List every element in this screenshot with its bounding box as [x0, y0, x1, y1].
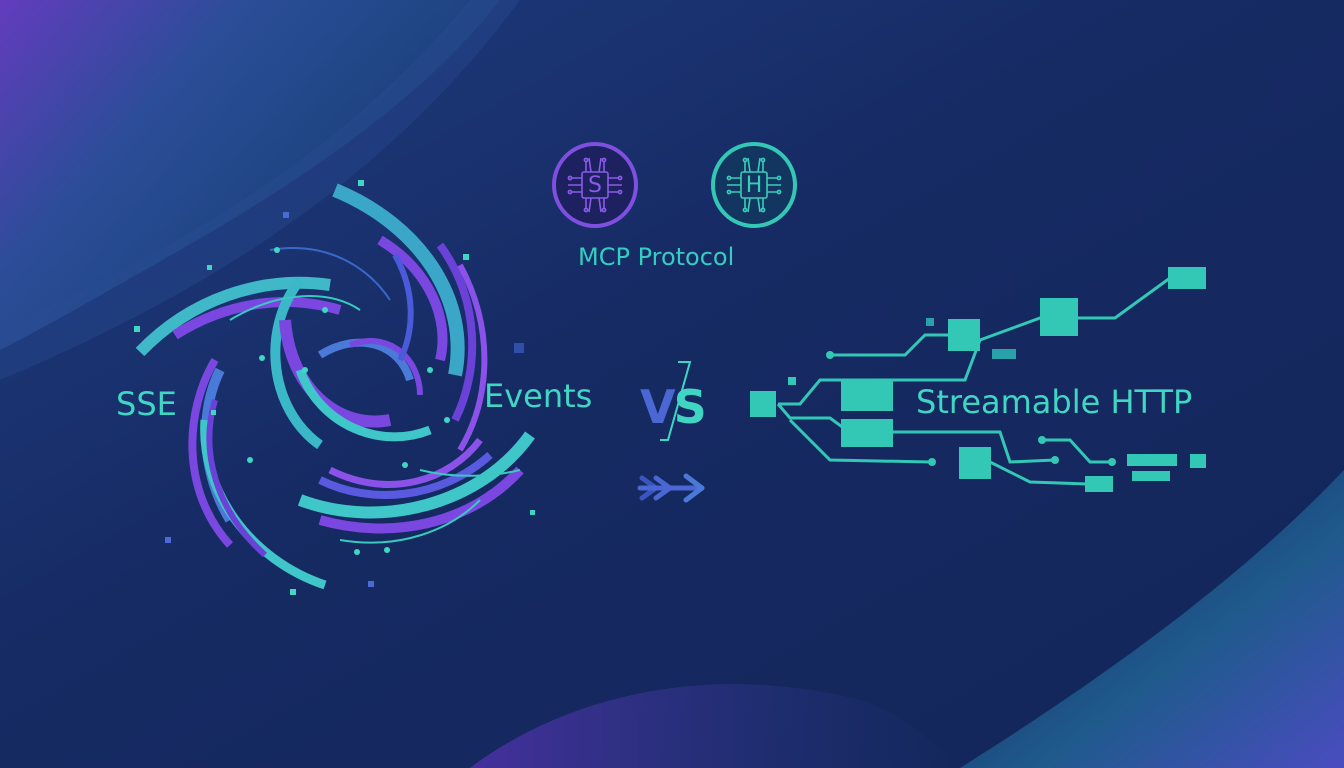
mcp-protocol-label: MCP Protocol	[578, 243, 735, 271]
swirl-graphic	[135, 183, 535, 590]
vs-letter-v: V	[640, 380, 676, 434]
chip-h-icon	[726, 157, 782, 213]
vs-label: VS	[640, 384, 707, 430]
vs-accent-line	[660, 361, 692, 441]
chip-h-badge: H	[711, 142, 797, 228]
events-label: Events	[484, 377, 593, 415]
streamable-http-label: Streamable HTTP	[916, 383, 1193, 421]
chip-s-badge: S	[552, 142, 638, 228]
double-arrow-icon	[637, 473, 705, 503]
sse-label: SSE	[116, 385, 177, 423]
chip-s-icon	[567, 157, 623, 213]
chip-h-letter: H	[745, 172, 763, 198]
vs-letter-s: S	[673, 380, 707, 434]
swirl-particles	[134, 180, 535, 595]
circuit-graphic	[750, 267, 1206, 492]
chip-s-letter: S	[588, 172, 602, 198]
